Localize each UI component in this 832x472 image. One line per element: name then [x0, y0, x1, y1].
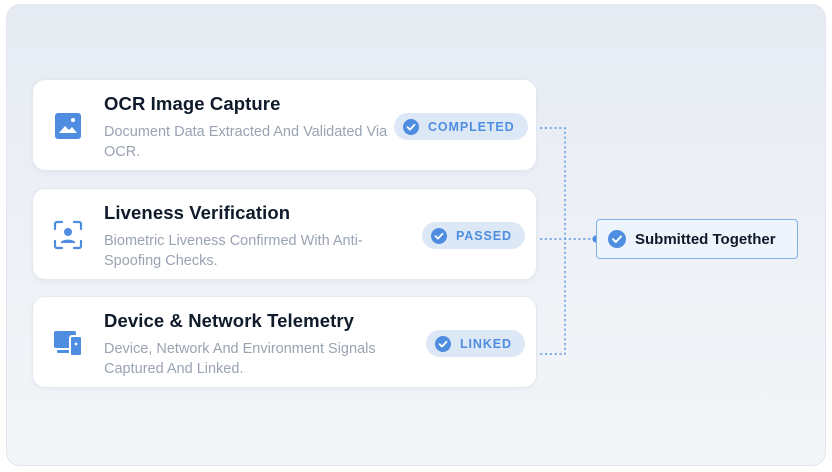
face-scan-icon	[53, 220, 83, 250]
status-badge-linked: LINKED	[426, 330, 525, 357]
card-title: Device & Network Telemetry	[104, 310, 355, 331]
card-description: Biometric Liveness Confirmed With Anti-S…	[104, 233, 363, 269]
submitted-together-node: Submitted Together	[596, 219, 798, 259]
status-badge-label: LINKED	[460, 336, 512, 351]
card-ocr-image-capture: OCR Image Capture Document Data Extracte…	[33, 80, 536, 170]
card-device-network-telemetry: Device & Network Telemetry Device, Netwo…	[33, 297, 536, 387]
check-circle-icon	[435, 335, 451, 352]
status-badge-label: COMPLETED	[428, 119, 515, 134]
status-badge-completed: COMPLETED	[394, 113, 528, 140]
status-badge-passed: PASSED	[422, 222, 525, 249]
check-circle-icon	[403, 118, 419, 135]
card-description: Document Data Extracted And Validated Vi…	[104, 124, 388, 160]
connector-bracket	[540, 127, 566, 355]
card-liveness-verification: Liveness Verification Biometric Liveness…	[33, 189, 536, 279]
status-badge-label: PASSED	[456, 228, 512, 243]
check-circle-icon	[608, 230, 626, 248]
card-title: OCR Image Capture	[104, 93, 281, 114]
card-title: Liveness Verification	[104, 202, 291, 223]
devices-icon	[54, 331, 83, 357]
target-label: Submitted Together	[635, 230, 776, 248]
card-description: Device, Network And Environment Signals …	[104, 341, 376, 377]
check-circle-icon	[431, 227, 447, 244]
image-icon	[55, 113, 81, 139]
